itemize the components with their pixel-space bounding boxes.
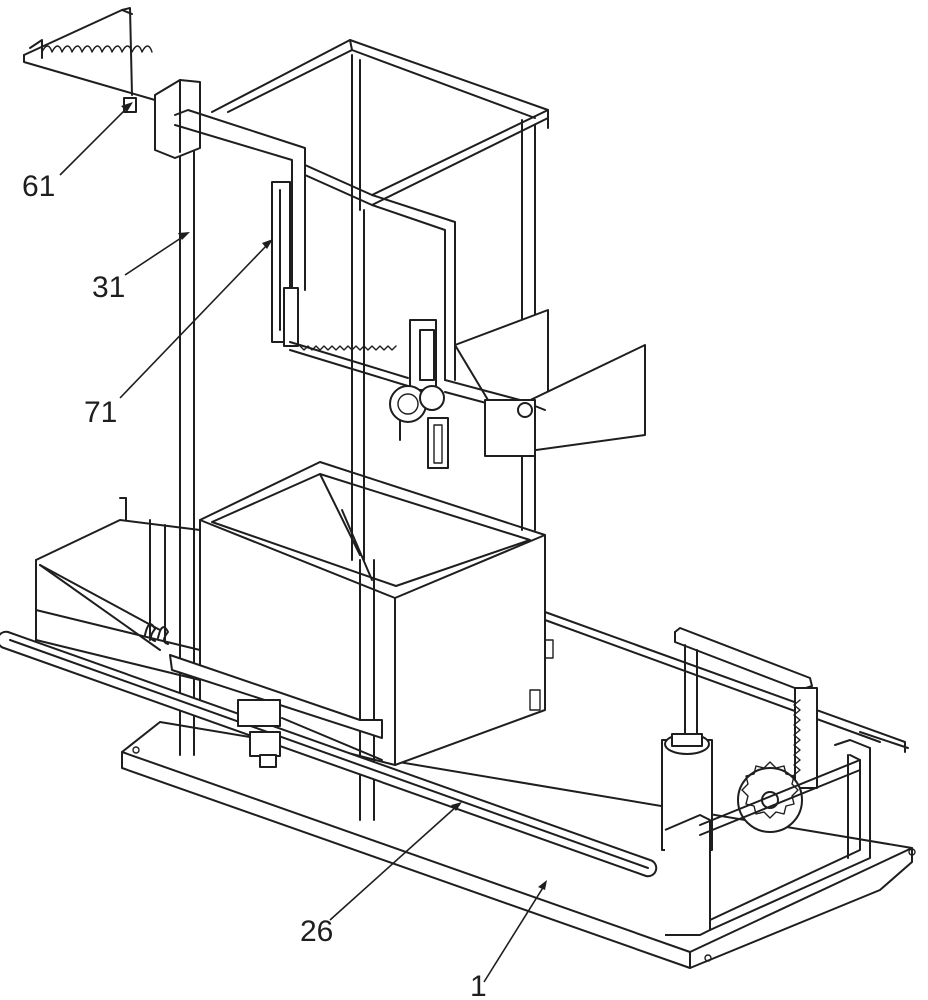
chute bbox=[444, 309, 646, 457]
gear-mechanism bbox=[661, 627, 871, 936]
rack-assembly bbox=[271, 181, 449, 469]
leader-1 bbox=[483, 885, 545, 983]
upper-frame bbox=[211, 39, 549, 561]
callout-26: 26 bbox=[300, 915, 333, 948]
callout-71: 71 bbox=[84, 396, 117, 429]
leader-31 bbox=[124, 235, 185, 276]
leader-61 bbox=[59, 106, 129, 176]
leader-26 bbox=[329, 805, 458, 921]
collection-box bbox=[199, 461, 554, 766]
callout-labels: 61 31 71 26 1 bbox=[22, 170, 487, 1000]
upper-bracket bbox=[174, 109, 306, 301]
guide-rod bbox=[169, 149, 383, 821]
rear-rail-frame bbox=[544, 601, 909, 753]
top-spring-arm bbox=[23, 7, 201, 159]
leader-lines bbox=[59, 102, 547, 983]
callout-31: 31 bbox=[92, 271, 125, 304]
callout-61: 61 bbox=[22, 170, 55, 203]
callout-1: 1 bbox=[470, 970, 487, 1000]
leader-71 bbox=[119, 243, 269, 399]
front-guide-bar bbox=[0, 630, 658, 878]
